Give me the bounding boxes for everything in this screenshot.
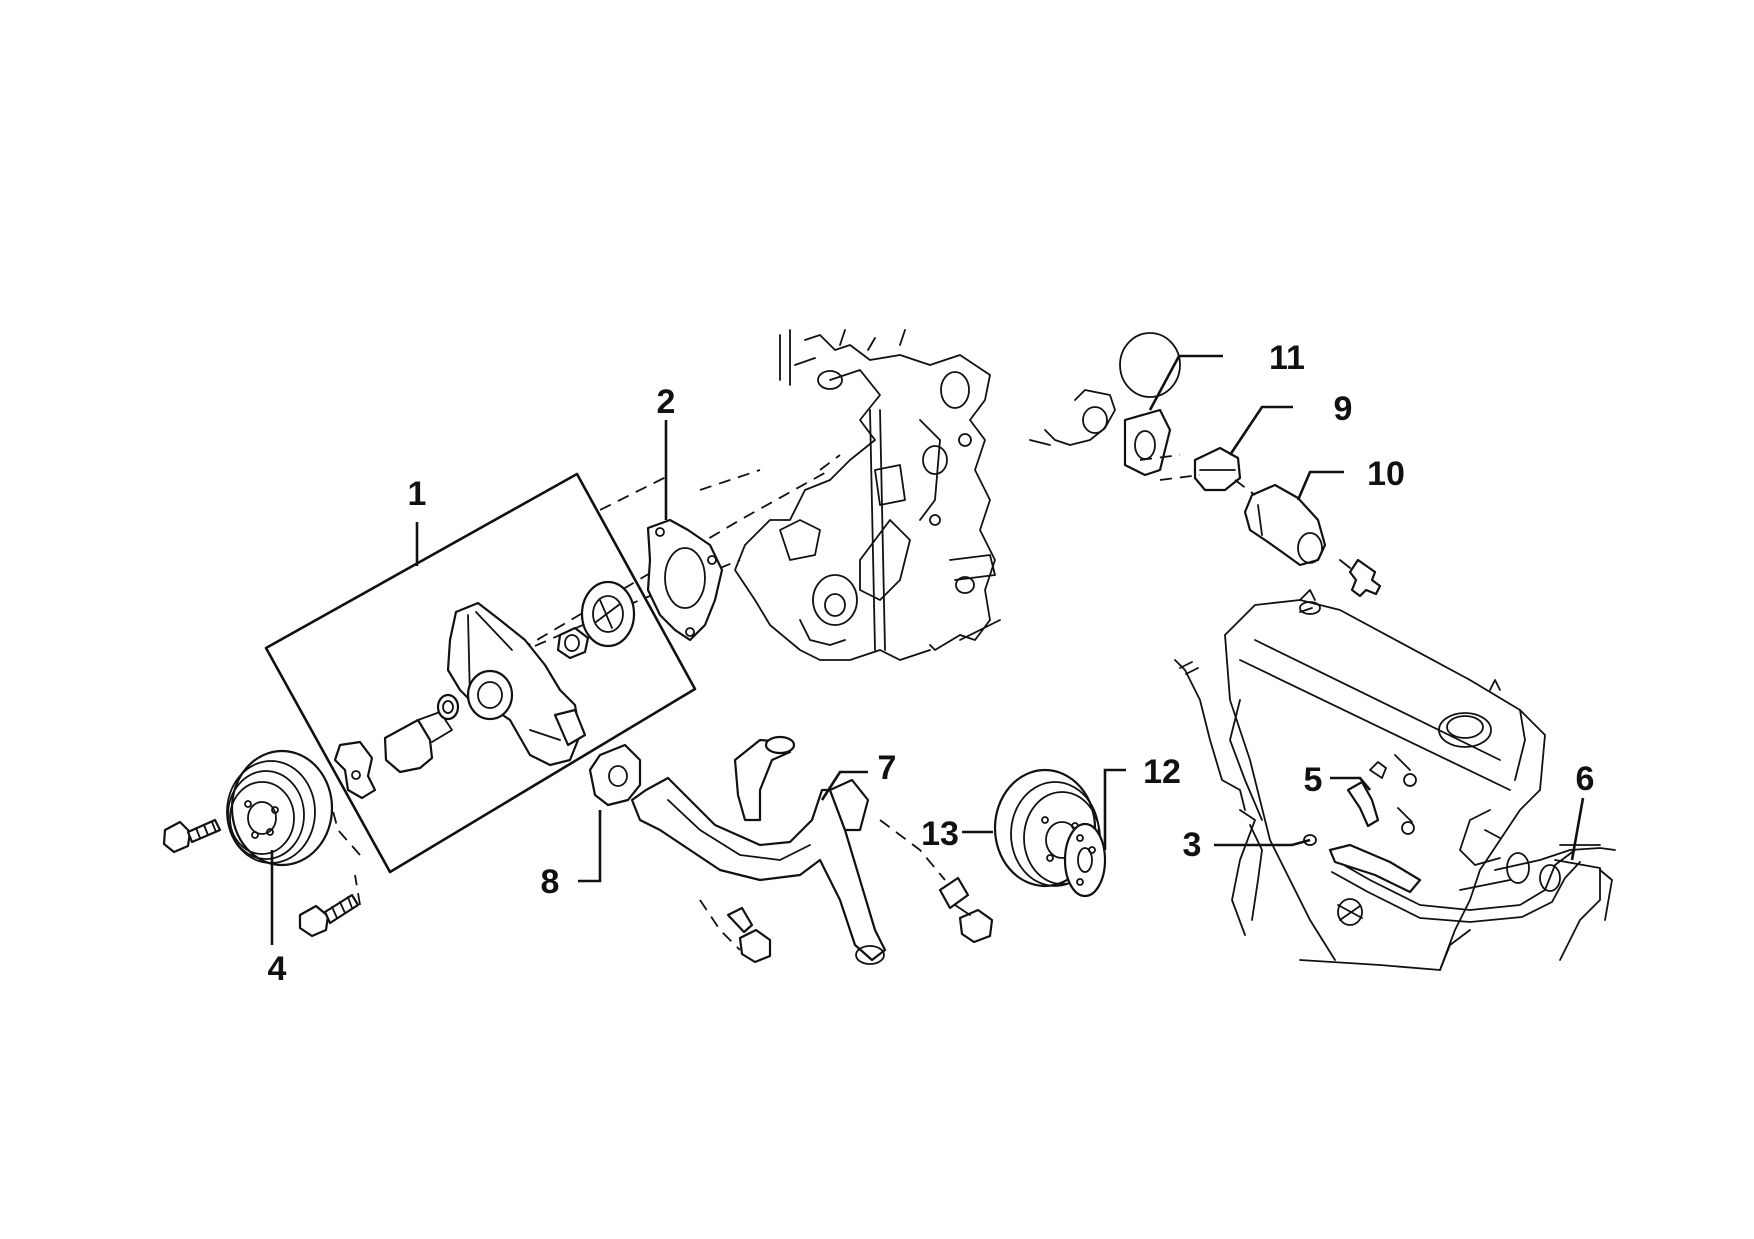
- pipe-gasket-part-8: [588, 743, 642, 807]
- bypass-hose-part-5: [1346, 761, 1387, 828]
- callout-13: 13: [921, 815, 959, 853]
- callout-labels: 1 2 3 4 5 6 7 8 9 10 11 12 13: [268, 339, 1595, 988]
- hose-part-3: [1303, 834, 1422, 894]
- callout-leaders: [270, 354, 1585, 945]
- callout-3: 3: [1183, 826, 1202, 864]
- callout-9: 9: [1334, 390, 1353, 428]
- heater-pipe-part-6: [1331, 849, 1581, 923]
- callout-10: 10: [1367, 455, 1405, 493]
- callout-1: 1: [408, 475, 427, 513]
- callout-7: 7: [878, 749, 897, 787]
- callout-12: 12: [1143, 753, 1181, 791]
- callout-2: 2: [657, 383, 676, 421]
- spacer-plate-part-12: [1063, 822, 1107, 898]
- pulley-bolt-upper: [162, 818, 222, 854]
- water-inlet-pipe-part-7: [630, 735, 887, 965]
- cylinder-head: [1174, 589, 1616, 971]
- pipe-bolt-left: [726, 906, 772, 964]
- pulley-bolt-lower: [298, 893, 360, 938]
- engine-front-block: [734, 329, 1001, 661]
- callout-11: 11: [1269, 339, 1305, 377]
- thermostat-housing-area: [1029, 332, 1382, 598]
- callout-8: 8: [541, 863, 560, 901]
- pump-pulley-part-4: [226, 749, 334, 867]
- callout-4: 4: [268, 950, 287, 988]
- callout-6: 6: [1576, 760, 1595, 798]
- pump-gasket-part-2: [646, 518, 724, 642]
- callout-5: 5: [1304, 761, 1323, 799]
- water-pump-assembly-part-1: [264, 472, 697, 874]
- pipe-bolt-right: [938, 876, 994, 944]
